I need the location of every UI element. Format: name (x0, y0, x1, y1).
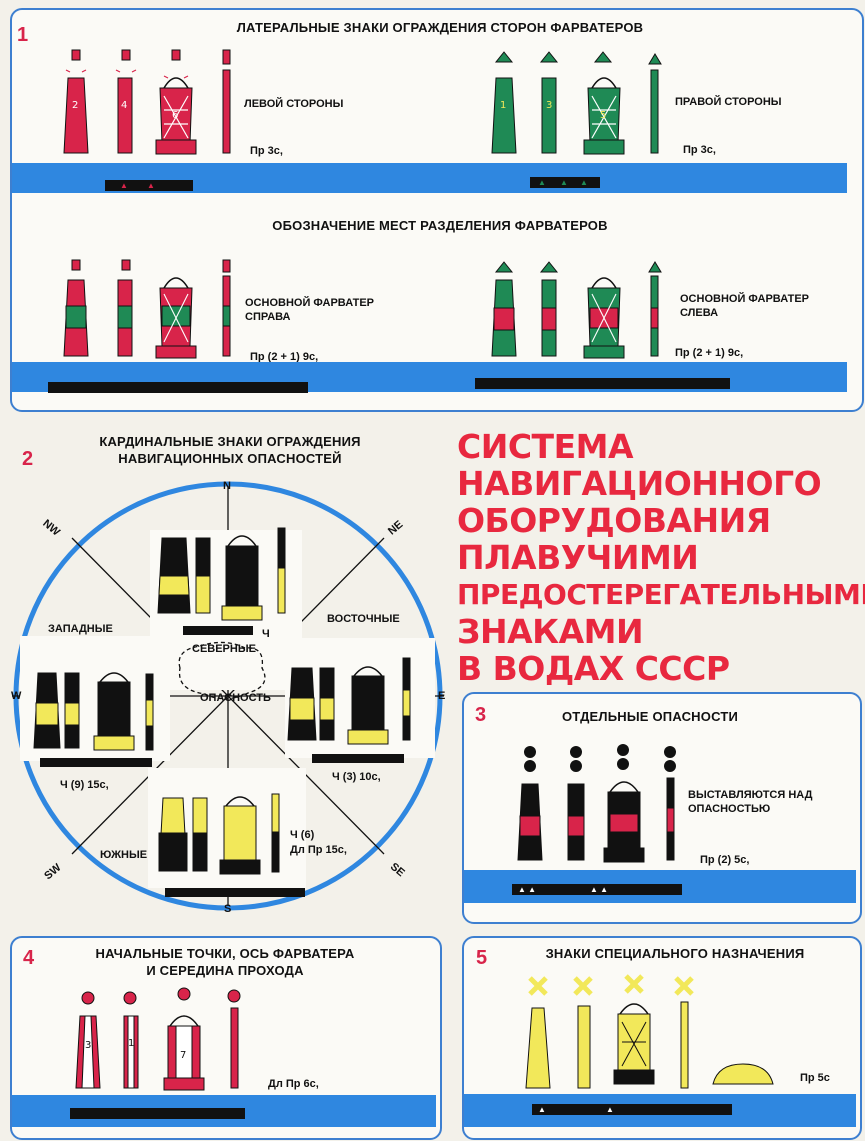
right-buoy-number-2: 3 (546, 100, 552, 111)
south-light-2: Дл Пр 15с, (290, 844, 347, 856)
chart-bar-left-side: ▲ ▲ (105, 180, 193, 191)
east-label: ВОСТОЧНЫЕ (327, 613, 400, 625)
main-title-line: НАВИГАЦИОННОГО (457, 464, 822, 503)
section-1-number: 1 (17, 24, 29, 46)
left-buoy-number-3: 6 (172, 110, 178, 121)
section-5-number: 5 (476, 947, 488, 969)
right-side-light: Пр 3с, (683, 144, 716, 156)
chart-bar-isolated: ▲ ▲ ▲ ▲ (512, 884, 682, 895)
axis-buoy-number-2: 1 (128, 1038, 134, 1049)
chart-bar-axis (70, 1108, 245, 1119)
section-1-panel (10, 8, 864, 412)
split-right-label-2: СПРАВА (245, 311, 291, 323)
left-buoy-number-1: 2 (72, 100, 78, 111)
special-purpose-buoys (525, 974, 774, 1089)
chart-bar-right-side: ▲ ▲ ▲ (530, 177, 600, 188)
direction-n: N (223, 480, 231, 492)
left-buoy-number-2: 4 (121, 100, 127, 111)
west-label: ЗАПАДНЫЕ (48, 623, 113, 635)
chart-bar-split-right (48, 382, 308, 393)
white-triangle-mark: ▲ (606, 1105, 614, 1114)
section-5-title: ЗНАКИ СПЕЦИАЛЬНОГО НАЗНАЧЕНИЯ (545, 946, 805, 961)
south-light-1: Ч (6) (290, 829, 315, 841)
axis-buoy-number-3: 7 (180, 1050, 186, 1061)
section-4-light: Дл Пр 6с, (268, 1078, 319, 1090)
section-4-title-2: И СЕРЕДИНА ПРОХОДА (146, 963, 304, 978)
split-right-light: Пр (2 + 1) 9с, (250, 351, 319, 363)
split-right-buoys (63, 259, 231, 359)
split-left-light: Пр (2 + 1) 9с, (675, 347, 744, 359)
section-4-title-1: НАЧАЛЬНЫЕ ТОЧКИ, ОСЬ ФАРВАТЕРА (95, 946, 355, 961)
left-side-light: Пр 3с, (250, 145, 283, 157)
east-light: Ч (3) 10с, (332, 771, 381, 783)
right-buoy-number-3: 5 (600, 110, 606, 121)
main-title-line: ОБОРУДОВАНИЯ (457, 501, 771, 540)
cardinal-compass-rose (12, 481, 444, 911)
left-lateral-buoys: 2 4 6 (63, 49, 231, 155)
main-title: СИСТЕМА НАВИГАЦИОННОГО ОБОРУДОВАНИЯ ПЛАВ… (457, 427, 865, 688)
direction-e: E (438, 690, 446, 702)
main-title-line: В ВОДАХ СССР (457, 649, 730, 688)
left-side-label: ЛЕВОЙ СТОРОНЫ (244, 98, 344, 110)
fairway-axis-buoys: 3 1 7 (75, 987, 241, 1091)
section-1-title: ЛАТЕРАЛЬНЫЕ ЗНАКИ ОГРАЖДЕНИЯ СТОРОН ФАРВ… (236, 20, 644, 35)
split-right-label-1: ОСНОВНОЙ ФАРВАТЕР (245, 297, 374, 309)
split-left-label-2: СЛЕВА (680, 307, 719, 319)
green-triangle-mark: ▲ (580, 178, 588, 187)
red-triangle-mark: ▲ (120, 181, 128, 190)
section-3-title: ОТДЕЛЬНЫЕ ОПАСНОСТИ (561, 709, 739, 724)
main-title-line: СИСТЕМА (457, 427, 634, 466)
section-2-number: 2 (22, 448, 34, 470)
right-side-label: ПРАВОЙ СТОРОНЫ (675, 96, 782, 108)
white-triangle-mark: ▲ ▲ (590, 885, 609, 894)
isolated-danger-buoys (517, 744, 676, 863)
chart-bar-special: ▲ ▲ (532, 1104, 732, 1115)
section-4-number: 4 (23, 947, 35, 969)
main-title-line: ПРЕДОСТЕРЕГАТЕЛЬНЫМИ (457, 578, 865, 611)
split-left-buoys (491, 261, 662, 359)
section-1-subtitle: ОБОЗНАЧЕНИЕ МЕСТ РАЗДЕЛЕНИЯ ФАРВАТЕРОВ (272, 218, 608, 233)
west-light: Ч (9) 15с, (60, 779, 109, 791)
white-triangle-mark: ▲ (538, 1105, 546, 1114)
direction-s: S (224, 903, 232, 915)
section-5-light: Пр 5с (800, 1072, 830, 1084)
section-3-label-1: ВЫСТАВЛЯЮТСЯ НАД (688, 789, 813, 801)
red-triangle-mark: ▲ (147, 181, 155, 190)
section-3-label-2: ОПАСНОСТЬЮ (688, 803, 771, 815)
danger-label: ОПАСНОСТЬ (200, 692, 271, 704)
section-3-light: Пр (2) 5с, (700, 854, 750, 866)
white-triangle-mark: ▲ ▲ (518, 885, 537, 894)
north-label: СЕВЕРНЫЕ (192, 643, 256, 655)
split-left-label-1: ОСНОВНОЙ ФАРВАТЕР (680, 293, 809, 305)
north-light: Ч (262, 628, 270, 640)
section-3-number: 3 (475, 704, 487, 726)
main-title-line: ЗНАКАМИ (457, 612, 644, 651)
right-buoy-number-1: 1 (500, 100, 506, 111)
section-2-title-2: НАВИГАЦИОННЫХ ОПАСНОСТЕЙ (118, 451, 342, 466)
axis-buoy-number-1: 3 (85, 1040, 91, 1051)
right-lateral-buoys: 1 3 5 (491, 51, 662, 155)
chart-bar-split-left (475, 378, 730, 389)
direction-w: W (11, 690, 22, 702)
main-title-line: ПЛАВУЧИМИ (457, 538, 699, 577)
green-triangle-mark: ▲ (560, 178, 568, 187)
south-label: ЮЖНЫЕ (100, 849, 148, 861)
section-2-title-1: КАРДИНАЛЬНЫЕ ЗНАКИ ОГРАЖДЕНИЯ (99, 434, 361, 449)
green-triangle-mark: ▲ (538, 178, 546, 187)
